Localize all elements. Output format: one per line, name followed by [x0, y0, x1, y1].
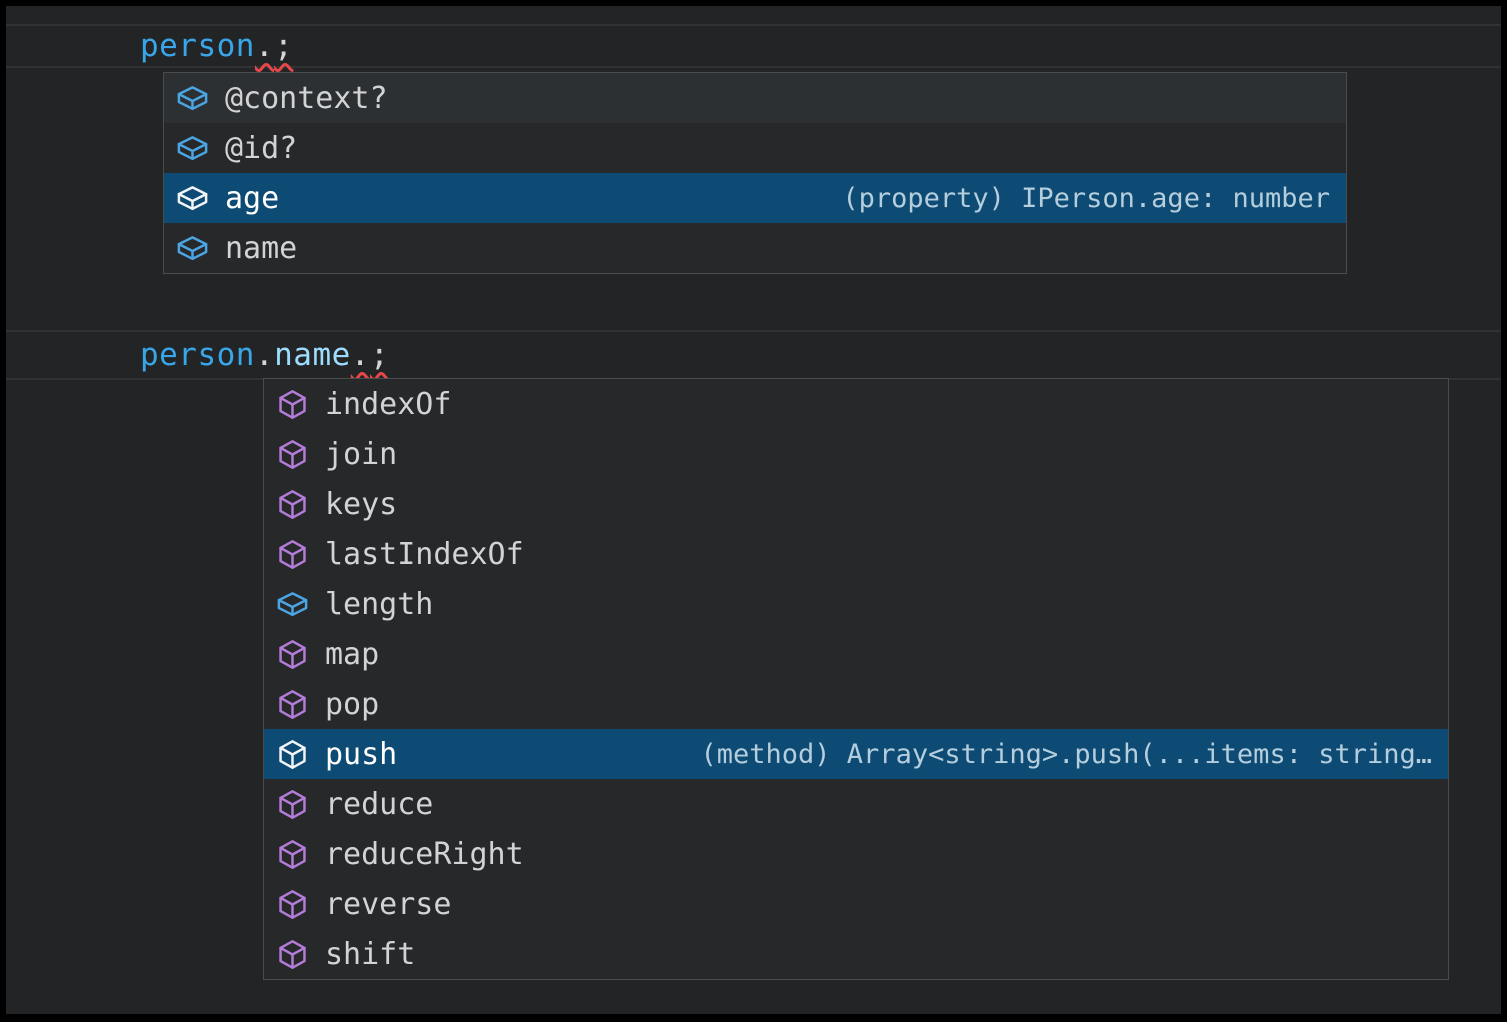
suggestion-label: shift [325, 936, 416, 972]
code-line-1[interactable]: person.; [6, 24, 1501, 68]
suggestion-label: pop [325, 686, 380, 722]
suggestion-label: map [325, 636, 380, 672]
suggestion-item-reverse[interactable]: reverse [264, 879, 1448, 929]
suggest-widget-1: @context? @id? age (property) IPerson.ag… [163, 72, 1347, 274]
suggestion-item-reduceright[interactable]: reduceRight [264, 829, 1448, 879]
suggestion-label: reverse [325, 886, 452, 922]
code-token-semicolon-error: ; [369, 337, 390, 373]
method-icon [276, 638, 309, 671]
method-icon [276, 688, 309, 721]
method-icon [276, 788, 309, 821]
suggestion-item-context[interactable]: @context? [164, 73, 1346, 123]
code-line-2[interactable]: person.name.; [6, 330, 1501, 380]
suggestion-item-keys[interactable]: keys [264, 479, 1448, 529]
suggestion-item-age-selected[interactable]: age (property) IPerson.age: number [164, 173, 1346, 223]
method-icon [276, 738, 309, 771]
suggest-widget-2: indexOf join keys la [263, 378, 1449, 980]
suggestion-item-indexof[interactable]: indexOf [264, 379, 1448, 429]
suggestion-label: name [225, 230, 298, 266]
method-icon [276, 838, 309, 871]
field-icon [276, 588, 309, 621]
suggestion-label: indexOf [325, 386, 452, 422]
suggestion-label: @context? [225, 80, 388, 116]
field-icon [176, 132, 209, 165]
code-token-semicolon-error: ; [274, 28, 294, 64]
method-icon [276, 488, 309, 521]
field-icon [176, 82, 209, 115]
code-token-person: person [139, 337, 255, 373]
suggestion-item-map[interactable]: map [264, 629, 1448, 679]
suggestion-label: keys [325, 486, 398, 522]
code-token-person: person [139, 28, 255, 64]
suggestion-item-shift[interactable]: shift [264, 929, 1448, 979]
suggestion-item-pop[interactable]: pop [264, 679, 1448, 729]
code-token-dot-error: . [350, 337, 370, 373]
suggestion-item-id[interactable]: @id? [164, 123, 1346, 173]
suggestion-label: @id? [225, 130, 298, 166]
code-editor[interactable]: person.; @context? @id? [6, 6, 1501, 1014]
code-token-name: name [274, 337, 351, 373]
suggestion-label: age [225, 180, 280, 216]
suggestion-item-reduce[interactable]: reduce [264, 779, 1448, 829]
suggestion-item-push-selected[interactable]: push (method) Array<string>.push(...item… [264, 729, 1448, 779]
suggestion-label: push [325, 736, 398, 772]
code-token-dot-error: . [254, 28, 275, 64]
method-icon [276, 388, 309, 421]
suggestion-label: join [325, 436, 398, 472]
suggestion-item-lastindexof[interactable]: lastIndexOf [264, 529, 1448, 579]
code-token-dot: . [254, 337, 275, 373]
suggestion-label: reduceRight [325, 836, 524, 872]
field-icon [176, 182, 209, 215]
suggestion-item-length[interactable]: length [264, 579, 1448, 629]
suggestion-item-join[interactable]: join [264, 429, 1448, 479]
suggestion-label: reduce [325, 786, 434, 822]
field-icon [176, 232, 209, 265]
suggestion-detail: (method) Array<string>.push(...items: st… [700, 738, 1433, 770]
suggestion-label: lastIndexOf [325, 536, 524, 572]
method-icon [276, 438, 309, 471]
method-icon [276, 538, 309, 571]
suggestion-label: length [325, 586, 434, 622]
method-icon [276, 888, 309, 921]
suggestion-item-name[interactable]: name [164, 223, 1346, 273]
suggestion-detail: (property) IPerson.age: number [842, 182, 1330, 214]
method-icon [276, 938, 309, 971]
